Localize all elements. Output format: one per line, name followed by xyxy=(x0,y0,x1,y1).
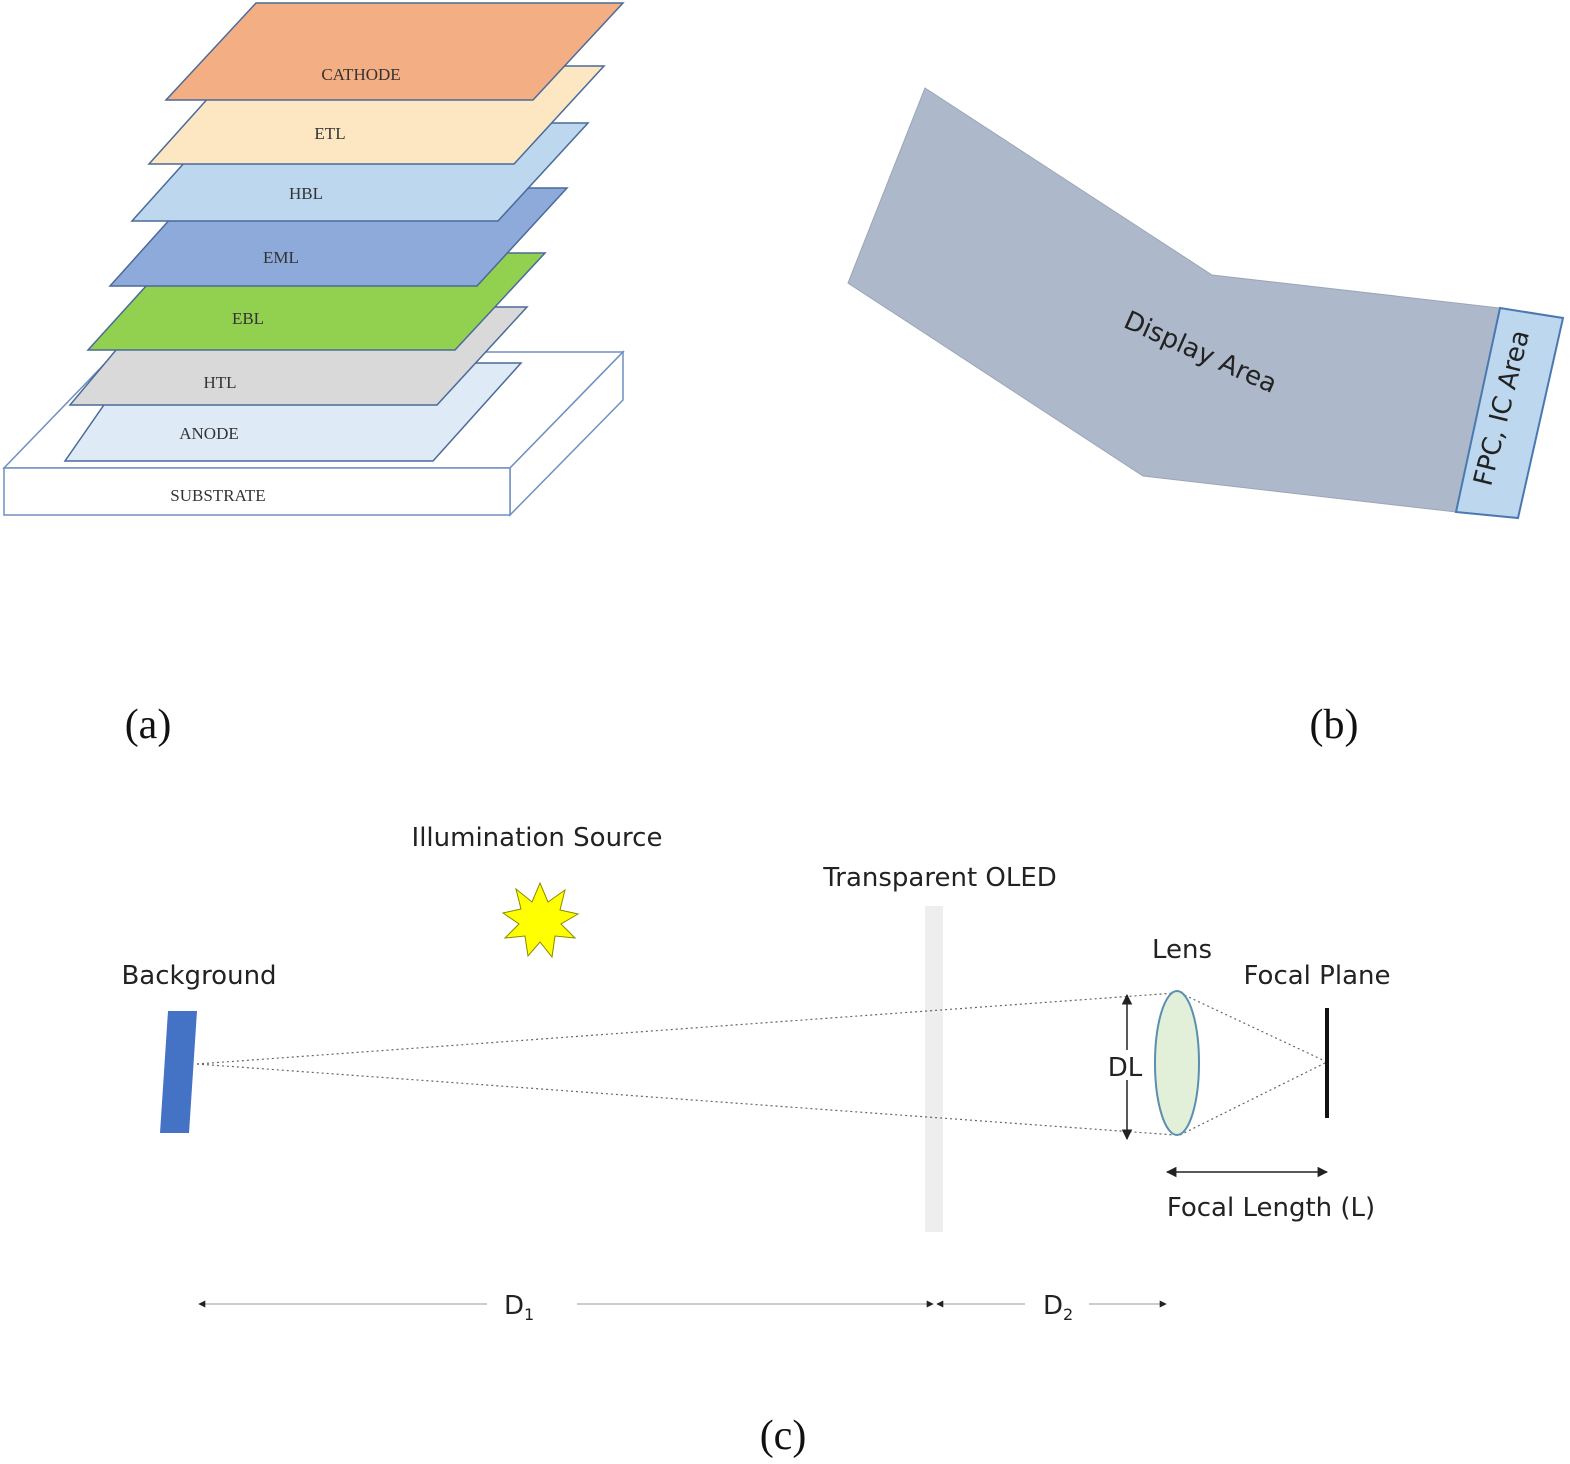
ebl-label: EBL xyxy=(232,309,264,328)
d2-main: D xyxy=(1043,1291,1063,1321)
d2-subscript: 2 xyxy=(1063,1305,1073,1324)
etl-label: ETL xyxy=(314,124,345,143)
panel-c: Illumination Source Transparent OLED Bac… xyxy=(121,823,1390,1459)
htl-label: HTL xyxy=(203,373,236,392)
caption-a: (a) xyxy=(125,702,172,748)
d1-main: D xyxy=(504,1291,524,1321)
illumination-source-icon xyxy=(501,881,580,959)
ray-focus-lower xyxy=(1179,1061,1328,1136)
ray-upper xyxy=(196,992,1176,1065)
eml-label: EML xyxy=(263,248,299,267)
substrate-label: SUBSTRATE xyxy=(170,486,265,505)
d1-label: D1 xyxy=(504,1291,534,1324)
hbl-label: HBL xyxy=(289,184,323,203)
anode-label: ANODE xyxy=(179,424,239,443)
d1-subscript: 1 xyxy=(524,1305,534,1324)
fpc-ic-area xyxy=(1454,306,1565,520)
background-object xyxy=(160,1011,197,1133)
layer-cathode xyxy=(164,2,625,101)
background-label: Background xyxy=(121,961,276,991)
caption-b: (b) xyxy=(1310,702,1359,748)
lens-label: Lens xyxy=(1152,935,1212,965)
focal-length-label: Focal Length (L) xyxy=(1167,1193,1375,1223)
display-area xyxy=(847,87,1501,513)
dl-label-bg xyxy=(1103,1050,1149,1080)
illumination-source-label: Illumination Source xyxy=(412,823,663,853)
cathode-label: CATHODE xyxy=(321,65,400,84)
focal-plane-label: Focal Plane xyxy=(1244,961,1391,991)
d2-label: D2 xyxy=(1043,1291,1073,1324)
substrate-front xyxy=(3,467,511,516)
lens xyxy=(1154,990,1200,1136)
ray-focus-upper xyxy=(1179,992,1328,1063)
transparent-oled-label: Transparent OLED xyxy=(822,863,1057,893)
panel-a: SUBSTRATE ANODE HTL EBL EML HBL ETL CATH… xyxy=(2,2,625,748)
panel-b: Display Area FPC, IC Area (b) xyxy=(847,87,1565,748)
ray-lower xyxy=(196,1063,1176,1136)
caption-c: (c) xyxy=(760,1413,807,1459)
dl-label: DL xyxy=(1108,1053,1143,1083)
transparent-oled xyxy=(925,906,943,1232)
